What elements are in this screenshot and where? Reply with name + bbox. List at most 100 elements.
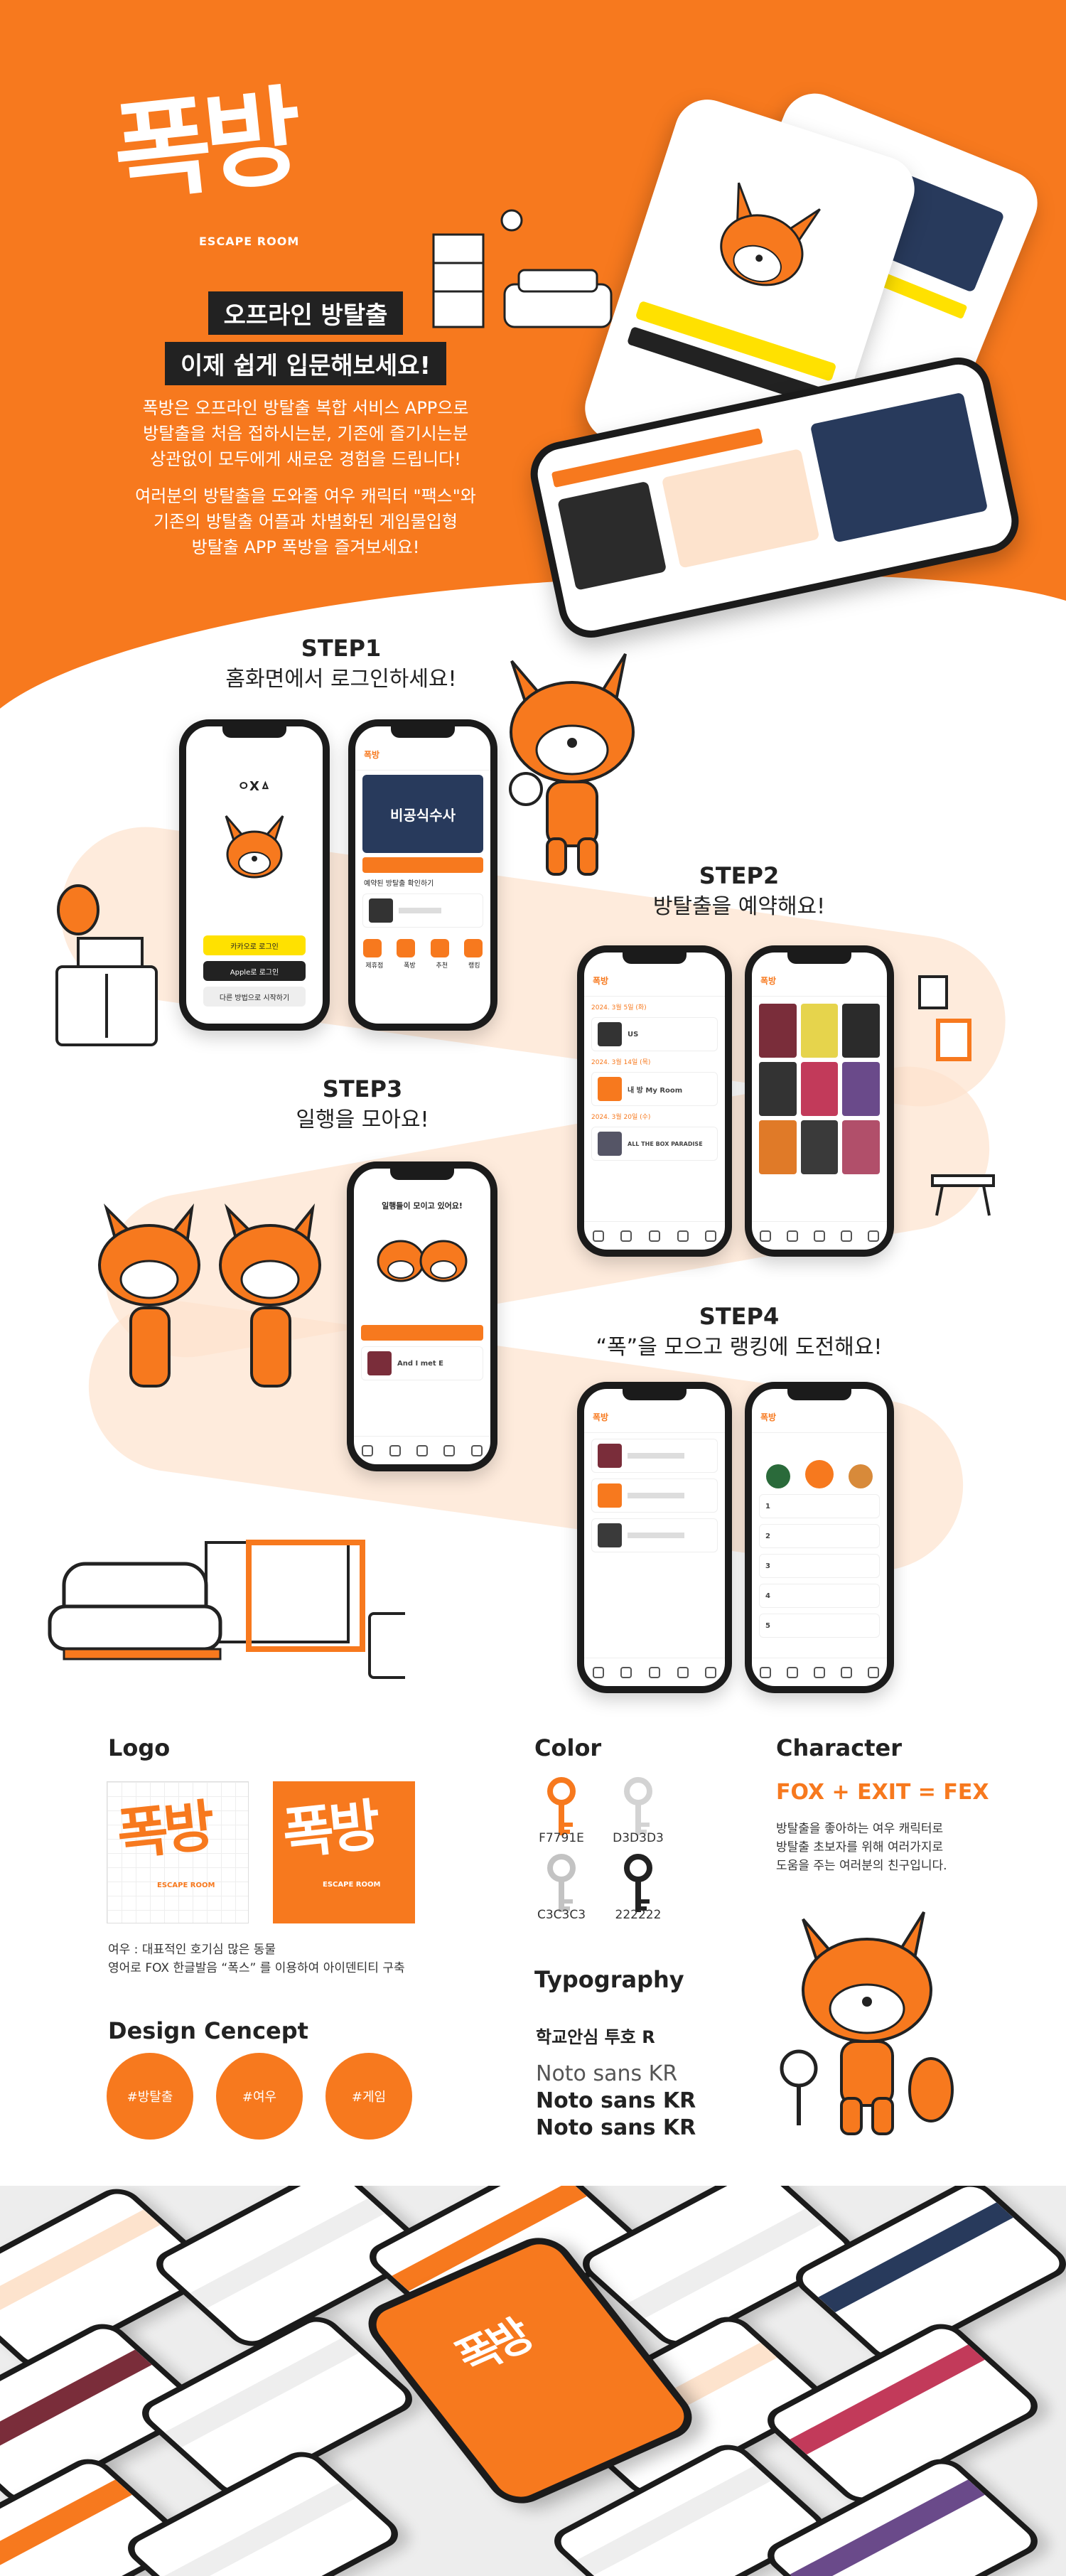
reservation-strip[interactable]: [362, 857, 483, 873]
character-desc-2: 방탈출 초보자를 위해 여러가지로: [776, 1840, 944, 1855]
menu-icon[interactable]: [362, 939, 382, 957]
hero-section: 폭방 ESCAPE ROOM 오프라인 방탈출 이제 쉽게 입문해보세요! 폭방…: [0, 0, 1066, 711]
concept-game: #게임: [325, 2053, 412, 2140]
typo-font-1: 학교안심 투호 R: [536, 2027, 655, 2047]
logo-tile-light: 폭방 ESCAPE ROOM: [107, 1781, 249, 1923]
step4-title: STEP4 “폭”을 모으고 랭킹에 도전해요!: [576, 1301, 903, 1363]
color-label: D3D3D3: [613, 1831, 664, 1845]
home-notice[interactable]: 예약된 방탈출 확인하기: [364, 880, 434, 888]
fox-pair-character-icon: [98, 1203, 321, 1388]
key-icon: [547, 1777, 576, 1835]
logo-desc-1: 여우 : 대표적인 호기심 많은 동물: [108, 1943, 276, 1957]
fox-icon: [225, 815, 284, 879]
frames-illustration: [918, 975, 971, 1061]
rank-row[interactable]: 5: [759, 1614, 880, 1638]
tab-bar: [752, 1658, 887, 1686]
key-icon: [547, 1854, 576, 1912]
party-strip[interactable]: [361, 1325, 483, 1341]
step3-title: STEP3 일행을 모아요!: [220, 1073, 505, 1136]
stool-illustration: [931, 1174, 995, 1216]
feed-item[interactable]: [591, 1478, 718, 1513]
color-section-title: Color: [534, 1734, 602, 1761]
tab-bar: [752, 1221, 887, 1250]
tag-line-1: 오프라인 방탈출: [208, 291, 404, 335]
logo-sub: ESCAPE ROOM: [323, 1881, 381, 1889]
step2-title: STEP2 방탈출을 예약해요!: [597, 860, 881, 923]
tagline: 오프라인 방탈출 이제 쉽게 입문해보세요!: [0, 291, 611, 392]
feed-screen: 폭방: [577, 1382, 732, 1693]
rank-row[interactable]: 2: [759, 1524, 880, 1548]
leaderboard-screen: 폭방 1 2 3 4 5: [745, 1382, 894, 1693]
apple-login-button[interactable]: Apple로 로그인: [203, 961, 306, 981]
color-label: 222222: [615, 1908, 662, 1922]
rank-row[interactable]: 4: [759, 1584, 880, 1608]
tag-line-2: 이제 쉽게 입문해보세요!: [165, 342, 446, 385]
party-title: 일행들이 모이고 있어요!: [382, 1201, 463, 1211]
home-tab[interactable]: 폭방: [404, 962, 416, 970]
hero-desc-1: 폭방은 오프라인 방탈출 복합 서비스 APP으로 방탈출을 처음 접하시는분,…: [142, 398, 469, 469]
logo-text: 폭방: [107, 75, 302, 217]
reservation-date: 2024. 3월 14일 (목): [591, 1059, 651, 1066]
rank-row[interactable]: 3: [759, 1554, 880, 1578]
party-screen: 일행들이 모이고 있어요! And I met E: [347, 1161, 497, 1471]
fox-icon: [720, 182, 821, 286]
other-login-button[interactable]: 다른 방법으로 시작하기: [203, 987, 306, 1007]
reservation-item[interactable]: 내 방 My Room: [591, 1072, 718, 1106]
logo-section-title: Logo: [108, 1734, 171, 1761]
kakao-login-button[interactable]: 카카오로 로그인: [203, 935, 306, 955]
logo-text: 폭방: [114, 1794, 214, 1868]
room-illustration: [432, 209, 613, 328]
typo-section-title: Typography: [534, 1966, 684, 1993]
color-label: F7791E: [539, 1831, 584, 1845]
login-screen: ㅇXㅿ 카카오로 로그인 Apple로 로그인 다른 방법으로 시작하기: [179, 719, 330, 1031]
color-label: C3C3C3: [537, 1908, 586, 1922]
party-item[interactable]: And I met E: [361, 1346, 483, 1380]
step1-label: STEP1: [301, 635, 382, 662]
concept-fox: #여우: [216, 2053, 303, 2140]
theme-grid: [752, 997, 887, 1181]
reservation-date: 2024. 3월 20일 (수): [591, 1114, 651, 1121]
tab-bar: [584, 1658, 725, 1686]
step1-title: STEP1 홈화면에서 로그인하세요!: [199, 633, 483, 695]
home-tab[interactable]: 추천: [436, 962, 448, 970]
step4-label: STEP4: [699, 1303, 780, 1330]
step3-text: 일행을 모아요!: [296, 1107, 429, 1132]
step3-label: STEP3: [322, 1075, 403, 1102]
menu-icon[interactable]: [430, 939, 449, 957]
logo-text: 폭방: [279, 1793, 379, 1867]
logo-sub: ESCAPE ROOM: [157, 1882, 215, 1889]
rank-row[interactable]: 1: [759, 1494, 880, 1518]
feed-item[interactable]: [591, 1518, 718, 1552]
fox-character-icon: [780, 1911, 954, 2135]
tab-bar: [354, 1436, 490, 1464]
home-screen: 폭방 비공식수사 예약된 방탈출 확인하기 제휴점 폭방 추천 랭킹: [348, 719, 497, 1031]
menu-icon[interactable]: [397, 939, 416, 957]
character-section-title: Character: [776, 1734, 902, 1761]
reservation-date: 2024. 3월 5일 (화): [591, 1004, 647, 1011]
logo-text: 폭방: [446, 2312, 542, 2382]
reservation-item[interactable]: ALL THE BOX PARADISE: [591, 1127, 718, 1161]
menu-icon[interactable]: [464, 939, 483, 957]
key-icon: [624, 1777, 652, 1835]
home-tab[interactable]: 제휴점: [365, 962, 384, 970]
character-desc-1: 방탈출을 좋아하는 여우 캐릭터로: [776, 1822, 944, 1836]
concept-escape: #방탈출: [107, 2053, 193, 2140]
feed-item[interactable]: [591, 1439, 718, 1473]
concept-section-title: Design Cencept: [108, 2017, 308, 2044]
logo-desc-2: 영어로 FOX 한글발음 “폭스” 를 이용하여 아이덴티티 구축: [108, 1961, 405, 1975]
hero-logo: 폭방 ESCAPE ROOM: [108, 75, 327, 270]
fox-character-icon: [509, 653, 635, 876]
reservation-screen: 폭방 2024. 3월 5일 (화) US 2024. 3월 14일 (목) 내…: [577, 945, 732, 1257]
gramophone-illustration: [55, 884, 158, 1046]
tab-bar: [584, 1221, 725, 1250]
hero-phone-mid: [576, 91, 923, 506]
step2-text: 방탈출을 예약해요!: [652, 894, 826, 919]
home-banner[interactable]: 비공식수사: [362, 775, 483, 853]
home-tab[interactable]: 랭킹: [468, 962, 480, 970]
character-desc-3: 도움을 주는 여러분의 친구입니다.: [776, 1859, 947, 1873]
step4-text: “폭”을 모으고 랭킹에 도전해요!: [596, 1335, 883, 1360]
key-icon: [624, 1854, 652, 1912]
reservation-item[interactable]: US: [591, 1017, 718, 1051]
podium: [759, 1439, 880, 1488]
fox-pair-icon: [377, 1240, 468, 1282]
